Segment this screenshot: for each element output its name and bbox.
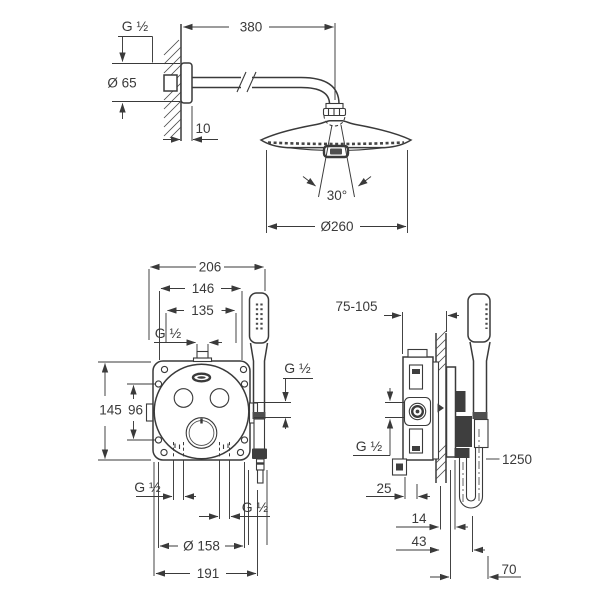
dim-depth-25: 25 (366, 477, 430, 500)
dim-label: Ø260 (320, 219, 353, 234)
dim-label: 25 (376, 481, 391, 496)
dim-overall-width: 206 (148, 260, 266, 340)
spray-nozzle-band (267, 141, 405, 146)
dim-label: 75-105 (335, 299, 377, 314)
plate-screw-holes (154, 365, 249, 457)
dim-arm-thread: G ½ (118, 18, 153, 63)
dim-label: 206 (199, 260, 222, 275)
dim-label: G ½ (284, 360, 311, 376)
dim-label: G ½ (122, 18, 149, 34)
dim-bottom-right-thread: G ½ (199, 460, 270, 520)
dim-label: 145 (99, 403, 122, 418)
dim-label: G ½ (242, 499, 269, 515)
hose-stub (256, 469, 264, 484)
dim-offset-43: 43 (396, 516, 485, 554)
dim-outlet-thread: G ½ (254, 360, 313, 429)
dim-installation-depth: 75-105 (335, 299, 459, 354)
hand-shower-side (467, 293, 491, 449)
dim-label: 30° (327, 188, 347, 203)
dim-escutcheon-diameter: Ø 65 (107, 63, 180, 119)
button-left (173, 388, 194, 408)
dim-label: 43 (411, 534, 426, 549)
faceplate-circle (153, 363, 250, 460)
dim-inlet-thread: G ½ (353, 388, 404, 456)
dim-hose-length: 1250 (486, 452, 532, 467)
dim-label: 70 (501, 562, 516, 577)
holder-knurl-small (455, 391, 466, 412)
dim-offset-70: 70 (430, 470, 521, 581)
arm-escutcheon (180, 62, 193, 104)
temperature-scale-ticks (174, 443, 229, 449)
dim-label: G ½ (155, 325, 182, 341)
trim-escutcheon-side (445, 366, 457, 458)
rough-in-box (391, 348, 434, 476)
depth-marker-triangle (437, 403, 444, 413)
hose-nut-knurl (454, 448, 470, 458)
dim-label: 10 (195, 121, 210, 136)
thermostat-knob (185, 417, 218, 449)
dim-hole-pitch-vertical: 96 (127, 383, 156, 441)
dim-arm-projection: 380 (183, 20, 336, 100)
arm-connector-nut (322, 102, 347, 127)
button-right (209, 388, 230, 408)
logo-oval (191, 372, 212, 383)
dim-label: 14 (411, 511, 427, 526)
side-inlet-connection (403, 396, 432, 427)
dim-head-diameter: Ø260 (266, 150, 408, 234)
dim-overall-span: 191 (153, 462, 258, 581)
mixer-front-view: 206 146 135 G ½ (98, 260, 313, 581)
head-shower-body (259, 120, 413, 159)
dim-label: 191 (197, 566, 220, 581)
mixer-side-view: 75-105 G ½ 1250 25 (335, 293, 532, 581)
shower-hose (458, 429, 484, 509)
plate-left-tab (145, 403, 154, 422)
dim-label: 135 (191, 303, 214, 318)
dim-top-thread: G ½ (154, 325, 222, 351)
dim-label: Ø 65 (107, 76, 136, 91)
dim-hole-pitch-horizontal: 146 (159, 281, 243, 360)
swivel-angle-lines (302, 124, 372, 198)
dim-overall-height: 145 (98, 361, 151, 461)
dim-body-width: 135 (165, 303, 237, 343)
shower-arm (192, 71, 340, 105)
dim-label: G ½ (356, 438, 383, 454)
hand-shower-front (248, 292, 270, 545)
dim-faceplate-diameter: Ø 158 (158, 462, 245, 554)
dim-wall-clearance: 10 (163, 106, 218, 143)
dim-label: 1250 (502, 452, 532, 467)
top-supply-stub (192, 350, 213, 363)
holder-knurl-large (455, 416, 472, 447)
dim-label: G ½ (134, 479, 161, 495)
dim-swivel-angle: 30° (327, 188, 347, 203)
dim-label: Ø 158 (183, 539, 220, 554)
hidden-bottom-stubs (173, 442, 230, 459)
dim-label: 380 (240, 20, 263, 35)
holder-knurled-nut (252, 448, 267, 459)
wall-thread-nipple (163, 74, 178, 92)
dim-offset-14: 14 (396, 460, 468, 531)
dim-label: 146 (192, 281, 215, 296)
head-shower-view: 30° G ½ Ø 65 380 10 (107, 18, 413, 234)
dim-bottom-left-thread: G ½ (134, 460, 196, 500)
dim-label: 96 (128, 403, 143, 418)
